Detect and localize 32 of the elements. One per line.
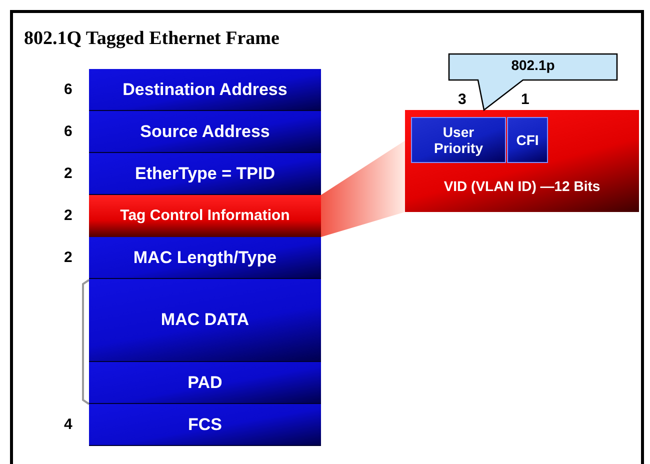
bit-count: 1 (521, 91, 530, 108)
field-label: 802.1p (511, 57, 555, 74)
field-label: PAD (188, 372, 222, 392)
frame-field (89, 362, 321, 404)
field-label: Tag Control Information (120, 207, 290, 225)
field-label: Destination Address (122, 80, 288, 100)
diagram-title: 802.1Q Tagged Ethernet Frame (24, 28, 280, 50)
field-label: MAC Length/Type (133, 248, 277, 268)
bit-count: 3 (458, 91, 466, 108)
frame-field (89, 404, 321, 446)
byte-count: 6 (64, 123, 72, 140)
tag-subfield (411, 117, 506, 163)
field-label: CFI (516, 132, 539, 148)
field-label: MAC DATA (160, 310, 250, 330)
frame-field (89, 153, 321, 195)
byte-count: 6 (64, 81, 72, 98)
field-label: FCS (188, 414, 222, 434)
byte-count: 2 (64, 207, 72, 224)
expansion-wedge (321, 140, 405, 237)
byte-count: 4 (64, 416, 72, 433)
field-label: User Priority (432, 124, 484, 156)
byte-count: 2 (64, 165, 72, 182)
frame-field (89, 195, 321, 237)
field-label: EtherType = TPID (135, 164, 275, 184)
byte-count: 2 (64, 249, 72, 266)
frame-field (89, 111, 321, 153)
field-label: Source Address (140, 122, 270, 142)
frame-field (89, 279, 321, 362)
frame-field (89, 237, 321, 279)
frame-field (89, 69, 321, 111)
tag-subfield (507, 117, 548, 163)
field-label: VID (VLAN ID) —12 Bits (444, 178, 600, 194)
